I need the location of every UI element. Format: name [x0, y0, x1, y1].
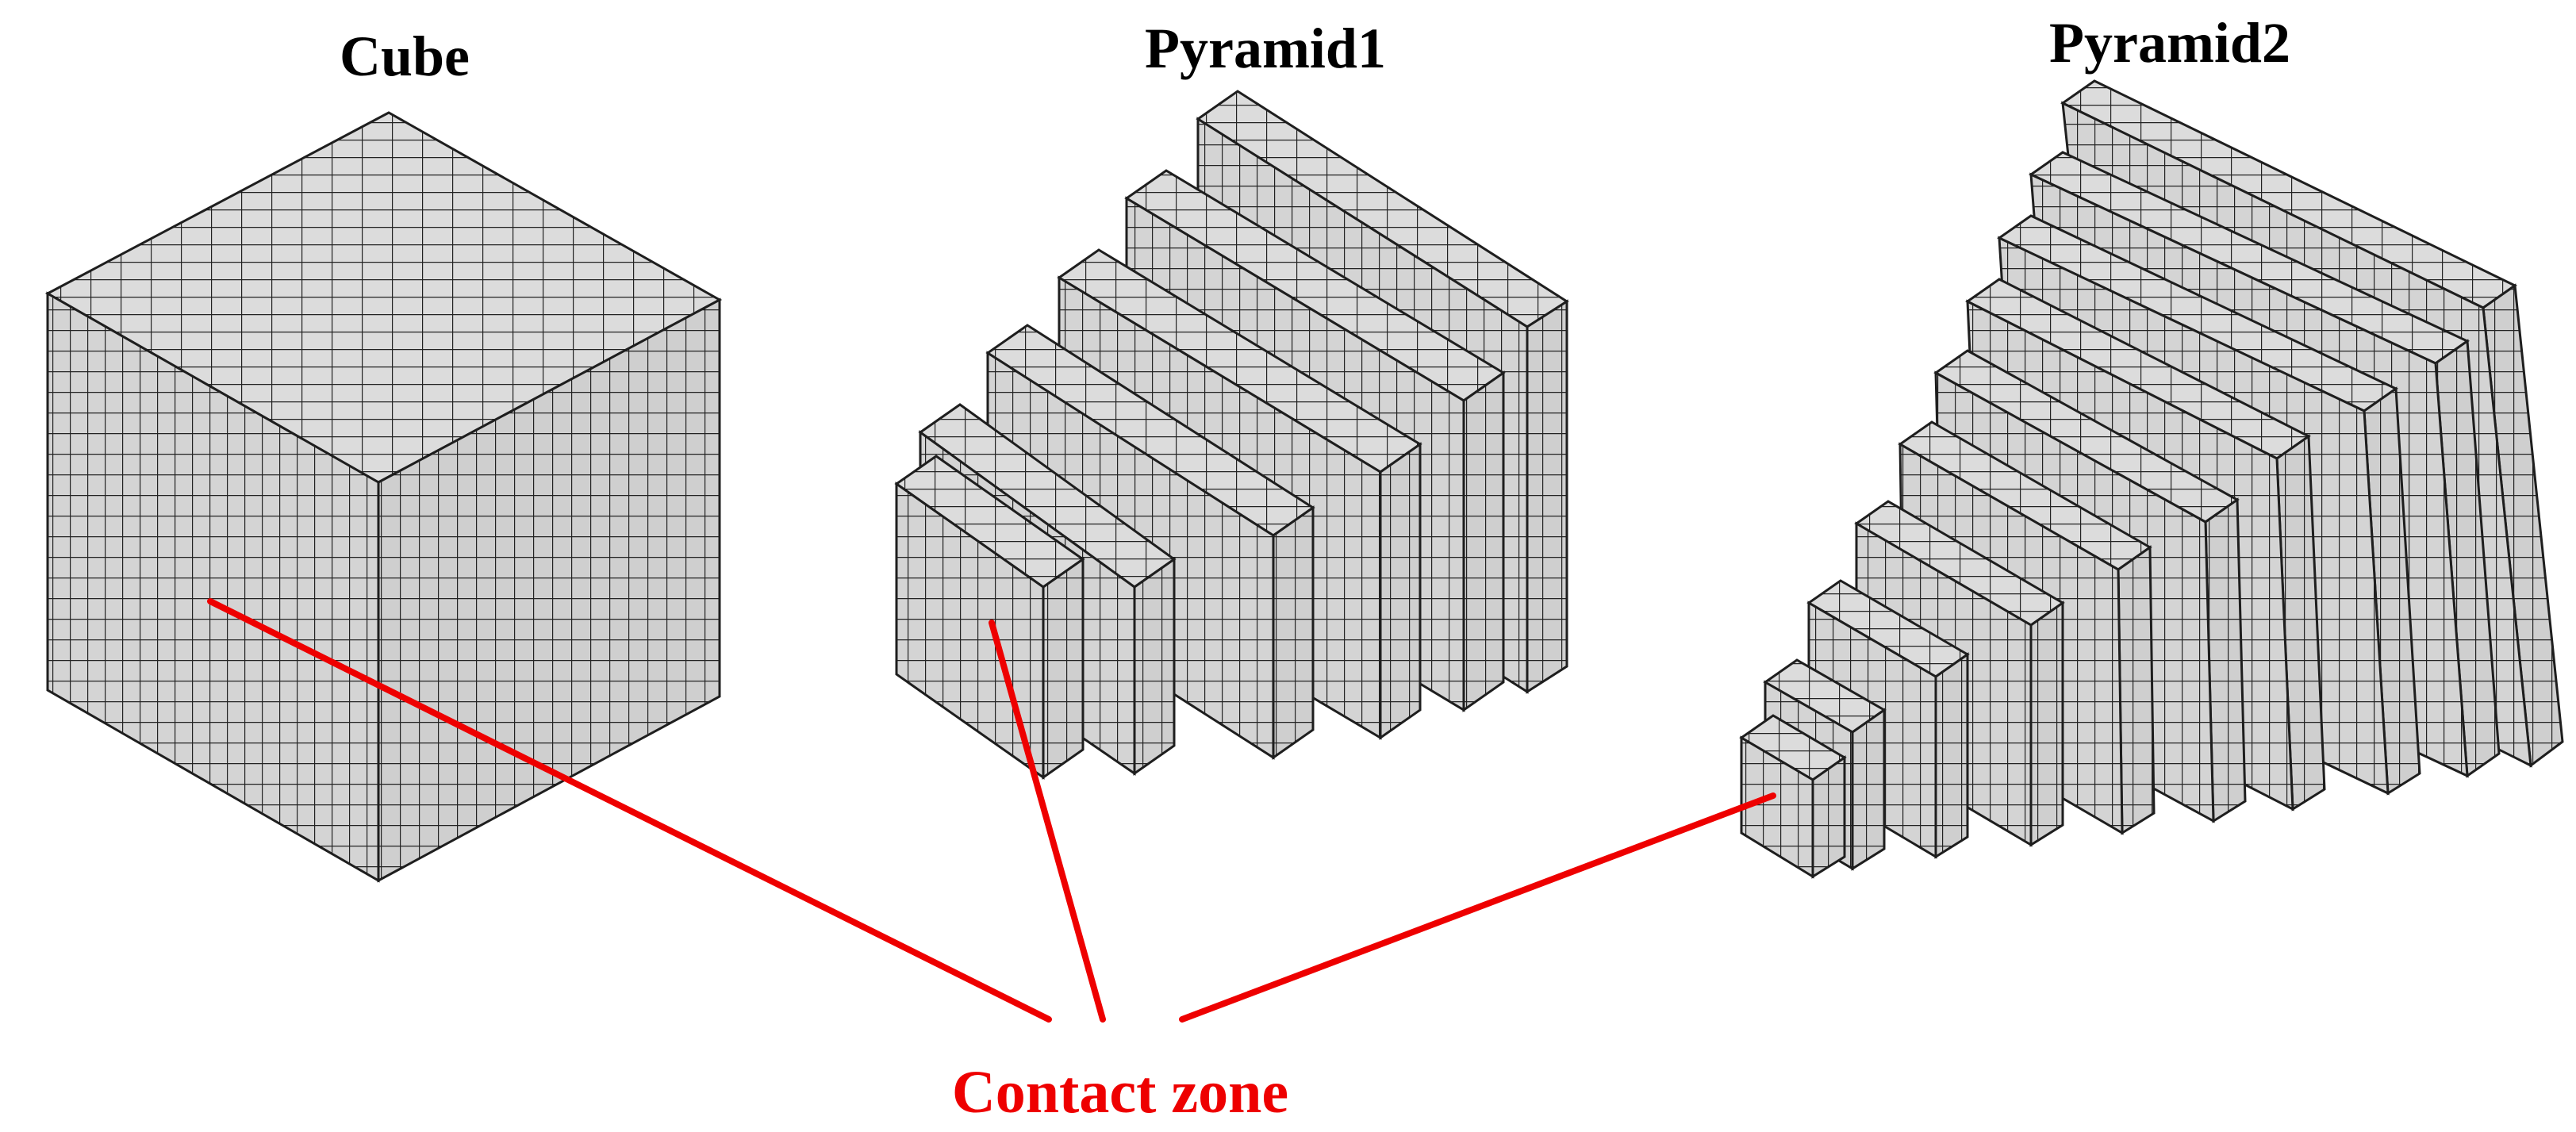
leader-line-pyramid1	[989, 620, 1106, 1023]
pyramid1-mesh	[894, 90, 1569, 780]
pyramid1-title: Pyramid1	[1145, 17, 1386, 80]
pyramid2-mesh	[1739, 79, 2564, 879]
leader-line-cube	[207, 598, 1052, 1023]
cube-right-face	[377, 297, 721, 883]
cube-mesh	[44, 111, 723, 883]
contact-zone-leaders	[207, 598, 1776, 1023]
contact-zone-label: Contact zone	[952, 1059, 1288, 1126]
pyramid2-title: Pyramid2	[2049, 11, 2290, 75]
cube-title: Cube	[340, 25, 470, 88]
pyramid2-front-block	[1739, 714, 1847, 879]
pyramid1-front-block	[894, 455, 1085, 780]
leader-line-pyramid2	[1179, 792, 1776, 1023]
